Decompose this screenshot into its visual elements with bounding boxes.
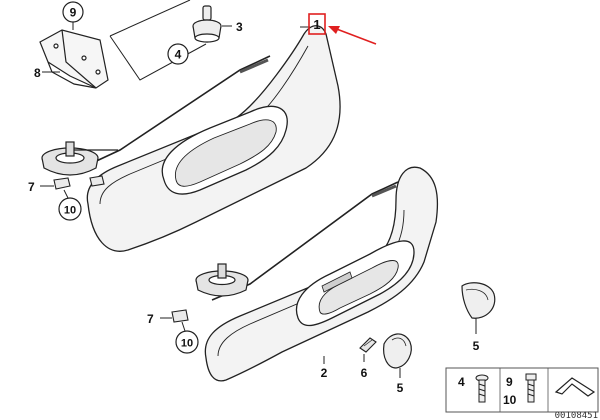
reference-number: 00108451	[555, 411, 598, 420]
cover-part-5-right	[461, 282, 496, 319]
legend-box: 4 9 10	[445, 367, 599, 413]
callout-1: 1	[313, 17, 320, 32]
callout-circle-10-lower	[175, 330, 199, 354]
sun-visor-part-2	[204, 166, 439, 382]
cap-part-7-upper	[53, 175, 105, 190]
callout-8: 8	[34, 66, 41, 80]
bracket-part-8	[39, 29, 109, 89]
pivot-mount-upper	[41, 141, 118, 176]
legend-label-9: 9	[506, 375, 513, 389]
callout-4: 4	[175, 48, 182, 62]
legend-label-4: 4	[458, 375, 465, 389]
leader-10-upper	[63, 189, 69, 199]
callout-5-bottom: 5	[397, 381, 404, 395]
callout-7-lower: 7	[147, 312, 154, 326]
callout-circle-4	[167, 43, 189, 65]
highlight-box-1	[308, 13, 326, 35]
cover-part-5-bottom	[383, 333, 412, 369]
cap-part-7-lower	[171, 309, 189, 323]
pivot-mount-lower	[195, 263, 249, 297]
leader-10-lower	[181, 321, 186, 332]
callout-5-right: 5	[473, 339, 480, 353]
clip-part-3	[192, 5, 222, 43]
callout-6: 6	[361, 366, 368, 380]
legend-direction-icon	[554, 377, 596, 397]
callout-circle-10-upper	[58, 197, 82, 221]
callout-10-upper: 10	[64, 205, 76, 217]
legend-bolt-icon	[525, 373, 537, 403]
legend-screw-icon	[475, 374, 489, 403]
pin-part-6	[359, 337, 377, 353]
callout-10-lower: 10	[181, 338, 193, 350]
group-outline	[109, 0, 207, 81]
red-arrow	[328, 26, 377, 45]
sun-visor-part-1	[86, 25, 341, 252]
callout-7-upper: 7	[28, 180, 35, 194]
callout-3: 3	[236, 20, 243, 34]
callout-2: 2	[321, 366, 328, 380]
legend-label-10: 10	[503, 393, 517, 407]
callout-9: 9	[70, 6, 77, 20]
